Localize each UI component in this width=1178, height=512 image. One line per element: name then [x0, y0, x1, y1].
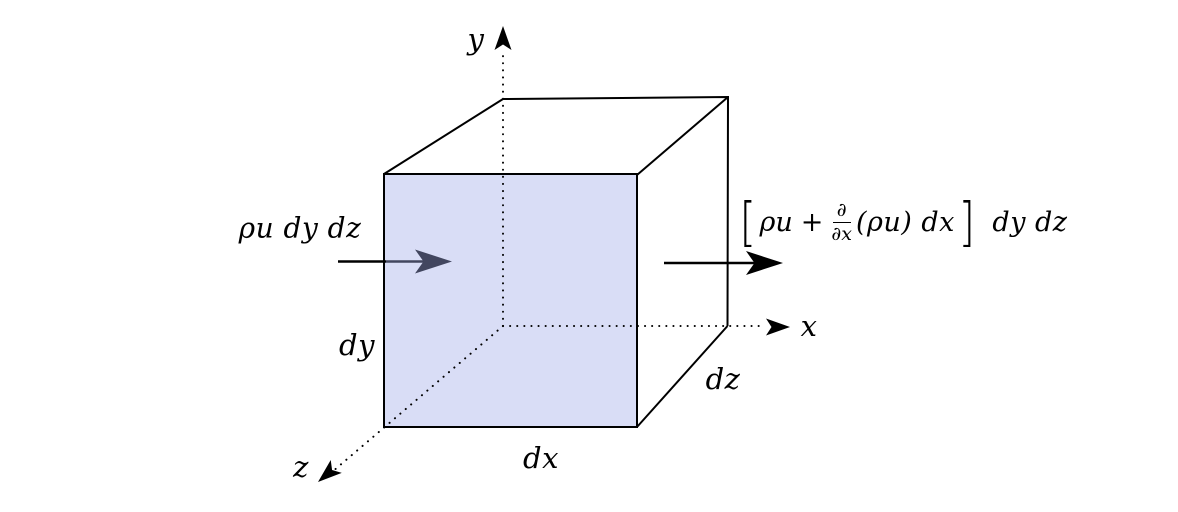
outflux-rho-u: ρu	[759, 206, 793, 238]
dim-dx-label: dx	[523, 441, 559, 475]
outflux-fraction-denominator: ∂x	[831, 222, 852, 245]
outflux-plus-sign: +	[800, 206, 824, 238]
outflux-flux-term: (ρu) dx	[855, 206, 955, 238]
cube-back-edges	[383, 95, 730, 428]
z-axis-arrowhead-icon	[318, 459, 342, 482]
influx-arrowhead-icon	[415, 249, 452, 274]
x-axis-label: x	[800, 309, 818, 343]
y-axis-label: y	[467, 22, 485, 56]
outflux-partial-fraction: ∂ ∂x	[831, 199, 852, 245]
y-axis-arrowhead-icon	[494, 26, 512, 50]
dim-dz-label: dz	[705, 362, 741, 396]
x-axis-arrowhead-icon	[766, 318, 790, 336]
outflux-area-term: dy dz	[992, 206, 1068, 238]
z-axis-label: z	[293, 450, 309, 484]
outflux-label: [ ρu + ∂ ∂x (ρu) dx ] dy dz	[738, 191, 1068, 253]
cube-front-face	[383, 173, 638, 428]
dim-dy-label: dy	[339, 328, 375, 362]
outflux-arrowhead-icon	[746, 251, 783, 275]
influx-label: ρu dy dz	[238, 211, 362, 245]
outflux-bracket-right: ]	[958, 191, 975, 253]
outflux-fraction-numerator: ∂	[832, 199, 851, 223]
outflux-bracket-left: [	[739, 191, 757, 253]
